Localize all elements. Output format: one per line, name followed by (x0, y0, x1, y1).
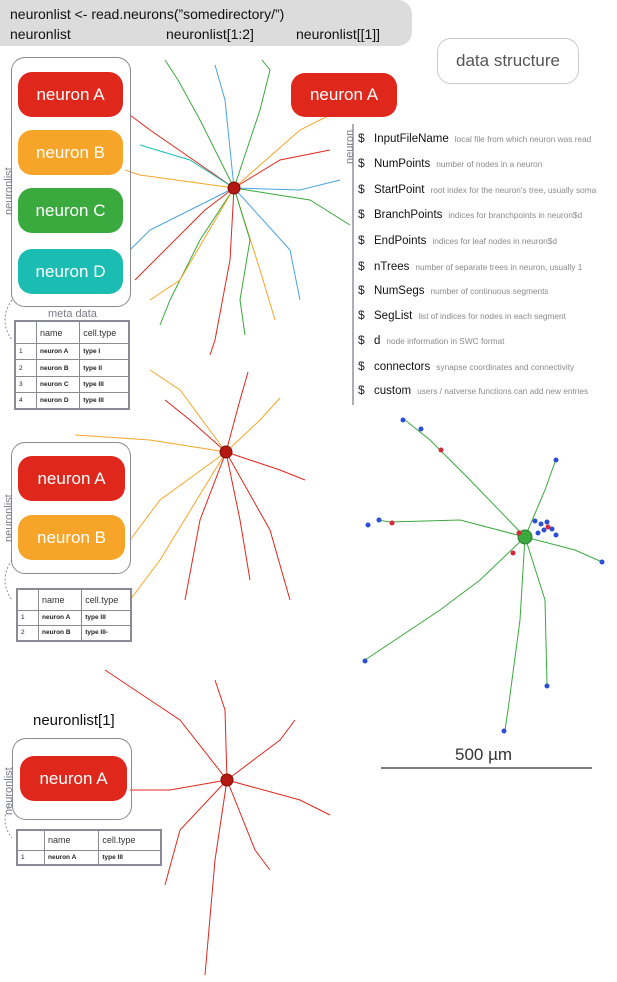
table-row: 1 neuron A type III (17, 849, 161, 866)
code-bar (0, 0, 412, 46)
panel1-neuron-b[interactable]: neuron B (18, 130, 123, 175)
panel3-neuronlist-label: neuronlist (3, 767, 15, 815)
panel3-meta-table: name cell.type 1 neuron A type III (16, 829, 162, 866)
table-header-cell-type: cell.type (81, 589, 131, 611)
connector-neuron-tracing (364, 419, 603, 731)
panel2-neuron-tracings (74, 369, 306, 601)
panel2-meta-connector (4, 559, 13, 601)
meta-data-label: meta data (48, 308, 97, 320)
connector-neuron-soma (517, 529, 533, 545)
table-header-name: name (37, 589, 83, 611)
panel3-meta-connector (4, 799, 13, 839)
table-row: 2 neuron B type II (15, 359, 129, 377)
panel2-neuron-b[interactable]: neuron B (18, 515, 125, 560)
table-row: 2 neuron B type III- (17, 624, 131, 642)
panel1-neuron-a[interactable]: neuron A (18, 72, 123, 117)
code-neuronlist-element: neuronlist[[1]] (296, 26, 381, 42)
code-neuronlist: neuronlist (10, 26, 71, 42)
presynapse-markers (362, 417, 605, 734)
neuronlist-index-title: neuronlist[1] (33, 712, 115, 729)
table-header-name: name (35, 320, 81, 345)
scale-bar-label: 500 µm (455, 745, 513, 764)
panel1-neuron-d[interactable]: neuron D (18, 249, 123, 294)
panel2-soma (219, 445, 233, 459)
structure-neuron-label: neuron (344, 129, 356, 164)
postsynapse-markers (389, 447, 551, 556)
table-row: 1 neuron A type I (15, 343, 129, 361)
panel2-neuronlist-container (11, 442, 131, 574)
table-header-cell-type: cell.type (79, 320, 129, 345)
table-row: 3 neuron C type III (15, 375, 129, 393)
code-read-neurons: neuronlist <- read.neurons(”somedirector… (10, 6, 285, 22)
panel3-soma (220, 773, 234, 787)
panel2-neuronlist-label: neuronlist (3, 494, 15, 542)
structure-neuron-a[interactable]: neuron A (291, 73, 397, 117)
panel1-meta-connector (4, 299, 13, 341)
data-structure-title: data structure (437, 38, 579, 84)
panel3-neuronlist-container (12, 738, 132, 820)
table-header-name: name (43, 830, 100, 851)
panel1-soma (227, 181, 241, 195)
panel2-meta-table: name cell.type 1 neuron A type III 2 neu… (16, 588, 132, 642)
panel1-neuronlist-container (11, 57, 131, 307)
panel3-neuron-a[interactable]: neuron A (20, 756, 127, 801)
panel2-neuron-a[interactable]: neuron A (18, 456, 125, 501)
panel3-neuron-tracing (104, 669, 331, 976)
panel1-neuronlist-label: neuronlist (3, 167, 15, 215)
table-row: 4 neuron D type III (15, 391, 129, 410)
panel1-meta-table: name cell.type 1 neuron A type I 2 neuro… (14, 320, 130, 410)
table-header-cell-type: cell.type (98, 830, 161, 851)
panel1-neuron-c[interactable]: neuron C (18, 188, 123, 233)
table-row: 1 neuron A type III (17, 609, 131, 626)
code-neuronlist-slice: neuronlist[1:2] (166, 26, 254, 42)
